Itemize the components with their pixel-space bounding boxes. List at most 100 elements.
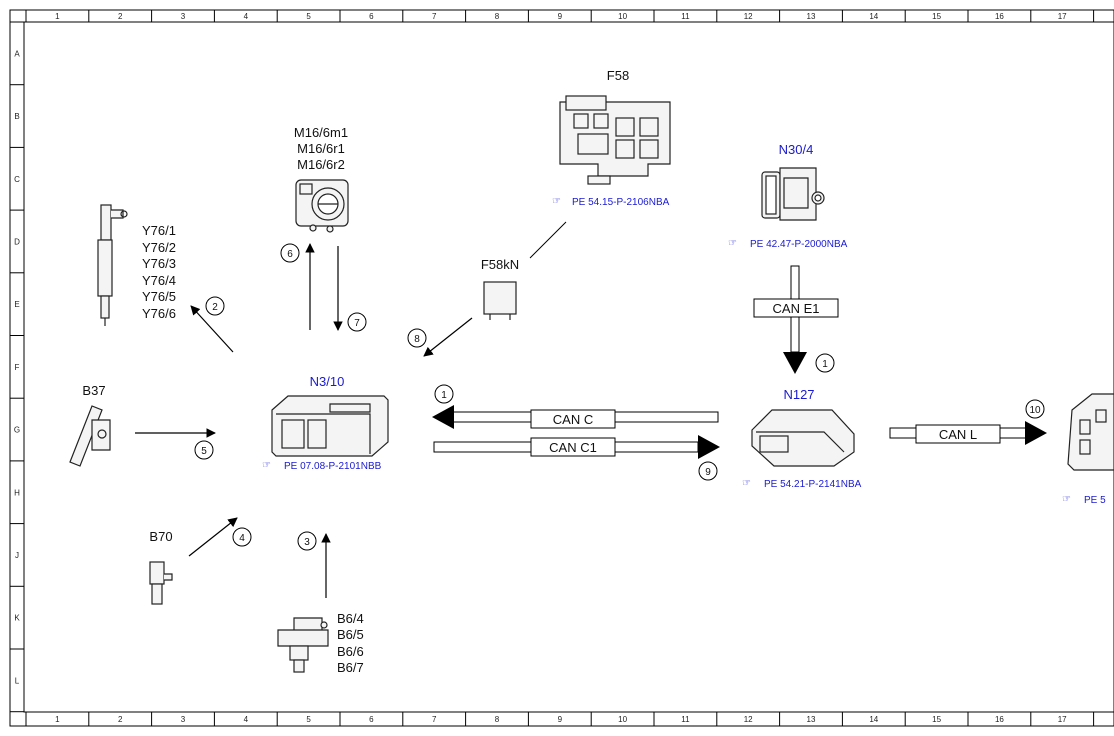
y76-label: Y76/1 <box>142 223 176 238</box>
n30-4-reference-text: PE 42.47-P-2000NBA <box>750 239 848 250</box>
b6-labels: B6/4 B6/5 B6/6 B6/7 <box>337 611 364 675</box>
f58-label: F58 <box>607 68 629 83</box>
can-c-bus: CAN C <box>432 405 719 429</box>
frame-column-label: 15 <box>932 715 941 724</box>
can-c1-label: CAN C1 <box>549 440 597 455</box>
can-e1-label: CAN E1 <box>773 301 820 316</box>
frame-column-label: 12 <box>744 715 753 724</box>
callouts: 2 6 7 8 1 1 5 9 10 4 3 <box>194 243 1045 551</box>
callout: 8 <box>407 328 427 348</box>
frame-row-label: L <box>15 676 20 685</box>
can-l-label: CAN L <box>939 427 977 442</box>
frame-grid-ticks <box>10 10 1095 726</box>
callout: 4 <box>232 527 252 547</box>
can-e1-bus: CAN E1 <box>753 265 839 374</box>
frame-column-label: 2 <box>118 12 123 21</box>
frame-row-label: E <box>14 300 19 309</box>
frame-column-label: 5 <box>306 12 311 21</box>
callout: 2 <box>205 296 225 316</box>
injector-icon <box>97 204 128 326</box>
y76-label: Y76/4 <box>142 273 176 288</box>
throttle-valve-icon <box>295 179 349 233</box>
frame-row-label: G <box>14 426 20 435</box>
frame-column-label: 9 <box>558 715 563 724</box>
brake-module-icon <box>761 167 825 221</box>
y76-label: Y76/6 <box>142 306 176 321</box>
edge-reference-text: PE 5 <box>1084 495 1106 506</box>
y76-labels: Y76/1 Y76/2 Y76/3 Y76/4 Y76/5 Y76/6 <box>142 223 176 321</box>
m16-label: M16/6m1 <box>294 125 348 140</box>
frame-column-label: 7 <box>432 12 437 21</box>
y76-label: Y76/2 <box>142 240 176 255</box>
b6-label: B6/6 <box>337 644 364 659</box>
svg-text:6: 6 <box>287 249 293 260</box>
frame-row-label: H <box>14 488 20 497</box>
svg-text:3: 3 <box>304 537 310 548</box>
drawing-frame <box>9 9 1114 727</box>
frame-column-label: 13 <box>807 12 816 21</box>
frame-column-label: 5 <box>306 715 311 724</box>
frame-column-label: 7 <box>432 715 437 724</box>
b37-label: B37 <box>82 383 105 398</box>
svg-text:7: 7 <box>354 318 360 329</box>
frame-column-label: 15 <box>932 12 941 21</box>
frame-column-label: 17 <box>1058 715 1067 724</box>
frame-column-label: 4 <box>244 12 249 21</box>
y76-label: Y76/3 <box>142 256 176 271</box>
reference-hand-icon: ☞ <box>552 196 561 207</box>
svg-text:10: 10 <box>1029 405 1041 416</box>
n127-reference-text: PE 54.21-P-2141NBA <box>764 479 862 490</box>
crankshaft-sensor-icon <box>149 561 173 605</box>
frame-grid-labels: 1122334455667788991010111112121313141415… <box>14 12 1067 724</box>
frame-column-label: 17 <box>1058 12 1067 21</box>
svg-text:8: 8 <box>414 334 420 345</box>
callout: 1 <box>815 353 835 373</box>
can-c1-bus: CAN C1 <box>433 435 720 459</box>
frame-column-label: 1 <box>55 12 60 21</box>
b6-label: B6/5 <box>337 627 364 642</box>
engine-control-unit-icon <box>271 395 389 457</box>
frame-row-label: K <box>14 614 20 623</box>
frame-column-label: 10 <box>618 715 627 724</box>
m16-label: M16/6r1 <box>297 141 345 156</box>
frame-column-label: 13 <box>807 715 816 724</box>
callout: 7 <box>347 312 367 332</box>
callout: 9 <box>698 461 718 481</box>
edge-reference: ☞ PE 5 <box>1062 494 1106 506</box>
frame-column-label: 12 <box>744 12 753 21</box>
arrow-to-injector <box>190 305 234 353</box>
svg-text:1: 1 <box>441 390 447 401</box>
m16-labels: M16/6m1 M16/6r1 M16/6r2 <box>294 125 348 172</box>
frame-column-label: 3 <box>181 12 186 21</box>
frame-column-label: 9 <box>558 12 563 21</box>
can-c-label: CAN C <box>553 412 593 427</box>
frame-column-label: 4 <box>244 715 249 724</box>
frame-column-label: 6 <box>369 715 374 724</box>
signal-arrows <box>135 243 473 598</box>
svg-text:1: 1 <box>822 359 828 370</box>
arrow-from-relay <box>423 317 473 357</box>
f58-reference: ☞ PE 54.15-P-2106NBA <box>552 196 670 208</box>
frame-row-label: C <box>14 175 20 184</box>
svg-text:2: 2 <box>212 302 218 313</box>
b6-label: B6/4 <box>337 611 364 626</box>
reference-hand-icon: ☞ <box>742 478 751 489</box>
reference-hand-icon: ☞ <box>728 238 737 249</box>
frame-column-label: 16 <box>995 715 1004 724</box>
frame-column-label: 6 <box>369 12 374 21</box>
frame-column-label: 1 <box>55 715 60 724</box>
frame-row-label: D <box>14 237 20 246</box>
frame-column-label: 14 <box>869 12 878 21</box>
frame-row-label: B <box>14 112 19 121</box>
fuse-box-icon <box>559 95 671 185</box>
frame-column-label: 11 <box>681 12 690 21</box>
accelerator-pedal-icon <box>69 405 111 467</box>
reference-hand-icon: ☞ <box>1062 494 1071 505</box>
n127-reference: ☞ PE 54.21-P-2141NBA <box>742 478 862 490</box>
can-l-bus: CAN L <box>889 421 1047 445</box>
frame-column-label: 2 <box>118 715 123 724</box>
n3-10-reference-text: PE 07.08-P-2101NBB <box>284 461 382 472</box>
frame-column-label: 14 <box>869 715 878 724</box>
frame-row-label: F <box>15 363 20 372</box>
